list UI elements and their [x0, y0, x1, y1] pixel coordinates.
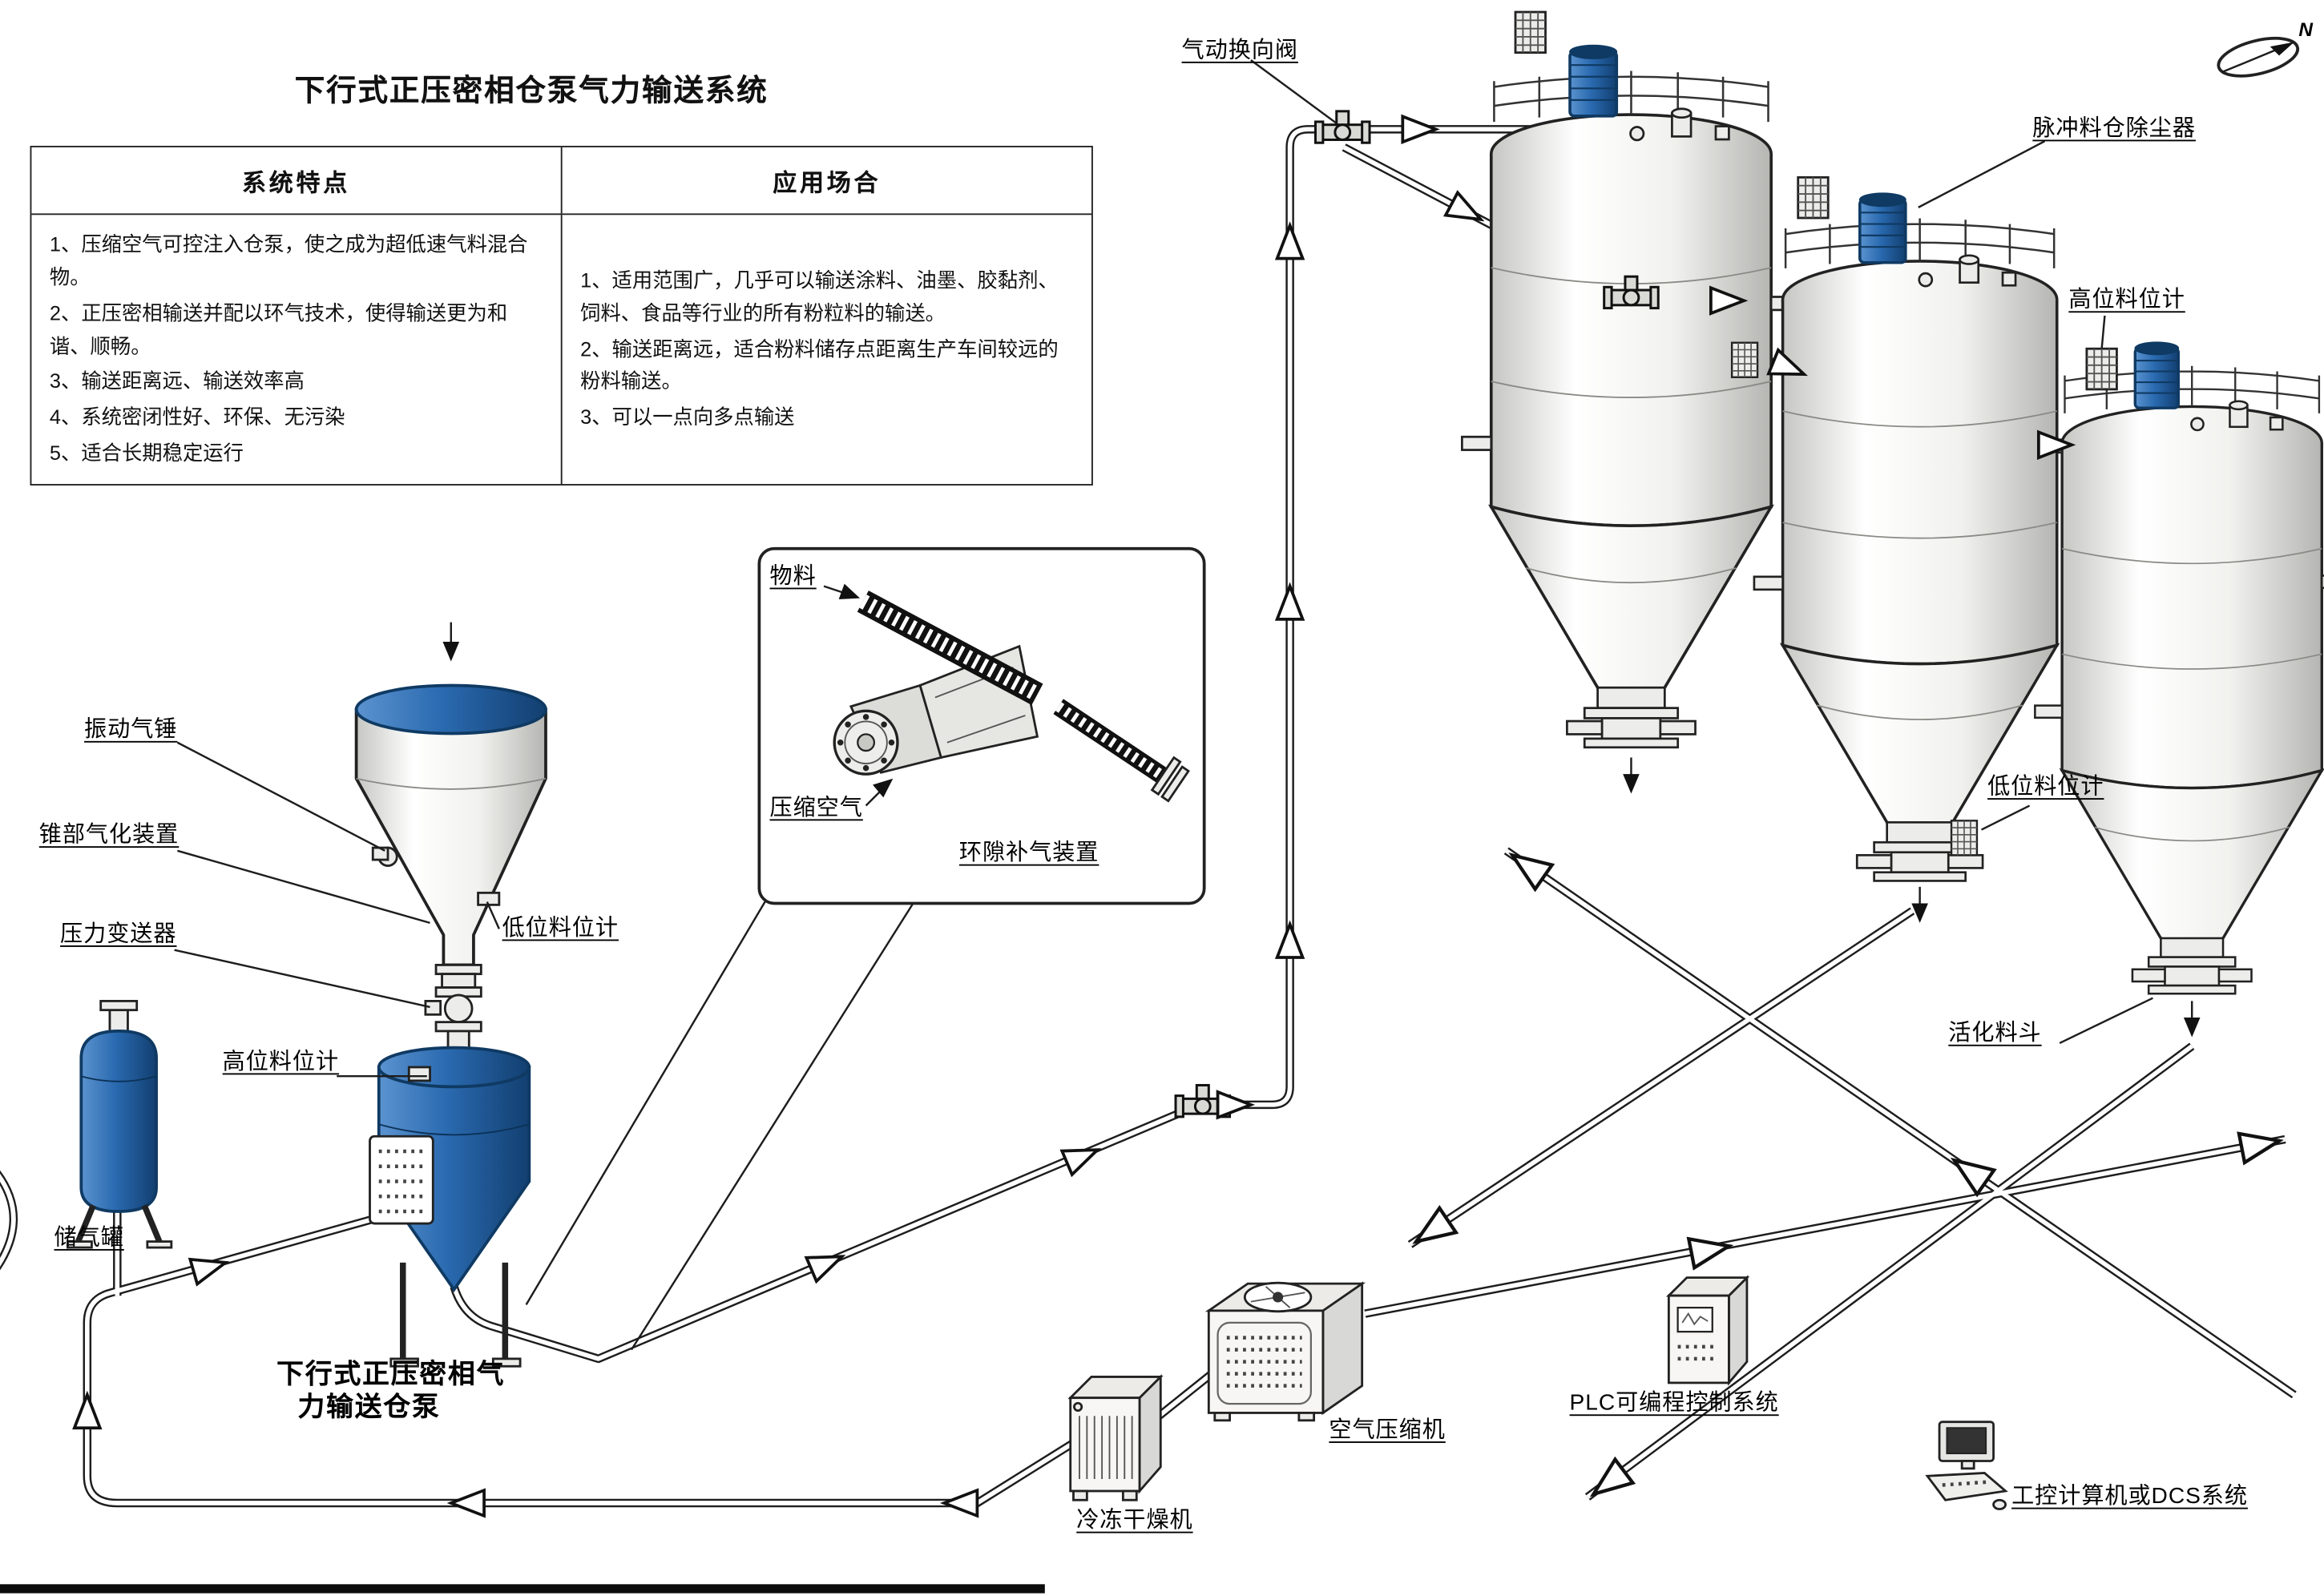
page-edge-bar	[0, 1584, 1045, 1594]
feed-hopper	[354, 683, 547, 967]
applications-cell: 1、适用范围广，几乎可以输送涂料、油墨、胶黏剂、饲料、食品等行业的所有粉粒料的输…	[560, 215, 1091, 485]
feature-item: 5、适合长期稳定运行	[49, 441, 244, 465]
application-item: 2、输送距离远，适合粉料储存点距离生产车间较远的粉料输送。	[580, 337, 1059, 393]
table-header-features: 系统特点	[242, 171, 351, 197]
label-compressed-air: 压缩空气	[769, 795, 863, 821]
info-table-header-row: 系统特点 应用场合	[31, 147, 1091, 216]
label-air-receiver-tank: 储气罐	[54, 1224, 124, 1251]
label-material: 物料	[769, 563, 817, 590]
label-vibrating-air-hammer: 振动气锤	[84, 716, 178, 743]
label-pump-name-line1: 下行式正压密相气	[276, 1358, 506, 1389]
annular-device-callout	[525, 546, 1206, 1351]
label-air-compressor: 空气压缩机	[1329, 1417, 1446, 1443]
feature-item: 2、正压密相输送并配以环气技术，使得输送更为和谐、顺畅。	[49, 301, 508, 357]
label-plc-system: PLC可编程控制系统	[1569, 1390, 1779, 1417]
feature-item: 1、压缩空气可控注入仓泵，使之成为超低速气料混合物。	[49, 232, 528, 288]
label-cone-aeration-device: 锥部气化装置	[38, 822, 180, 848]
label-pump-name-line2: 力输送仓泵	[297, 1392, 441, 1422]
label-pulse-dust-collector: 脉冲料仓除尘器	[2032, 115, 2196, 142]
air-receiver-tank	[67, 1000, 173, 1249]
label-activated-hopper: 活化料斗	[1948, 1020, 2042, 1046]
freeze-dryer	[1067, 1374, 1164, 1501]
label-freeze-dryer: 冷冻干燥机	[1076, 1507, 1193, 1534]
label-pressure-transmitter: 压力变送器	[60, 921, 177, 947]
label-low-level-gauge-right: 低位料位计	[1987, 774, 2104, 800]
features-cell: 1、压缩空气可控注入仓泵，使之成为超低速气料混合物。 2、正压密相输送并配以环气…	[31, 215, 560, 484]
feature-item: 4、系统密闭性好、环保、无污染	[49, 406, 345, 429]
filter-box-icon	[1514, 10, 1547, 54]
filter-box-icon	[1797, 175, 1830, 220]
table-header-applications: 应用场合	[560, 147, 1091, 214]
high-level-gauge-icon	[1730, 341, 1759, 378]
high-level-gauge-icon	[2085, 347, 2118, 391]
low-level-gauge-icon	[1950, 820, 1979, 856]
silo-3	[2033, 341, 2324, 995]
label-industrial-computer: 工控计算机或DCS系统	[2011, 1483, 2248, 1509]
label-high-level-gauge-right: 高位料位计	[2068, 287, 2185, 313]
label-low-level-gauge-left: 低位料位计	[502, 915, 619, 941]
plc-cabinet	[1665, 1275, 1750, 1386]
air-compressor	[1204, 1281, 1366, 1422]
diverter-valve-icon	[1313, 110, 1371, 144]
leader-lines	[174, 59, 2193, 1078]
application-item: 3、可以一点向多点输送	[580, 406, 795, 429]
page-title: 下行式正压密相仓泵气力输送系统	[294, 75, 769, 109]
info-table-body: 1、压缩空气可控注入仓泵，使之成为超低速气料混合物。 2、正压密相输送并配以环气…	[31, 215, 1091, 485]
label-high-level-gauge-left: 高位料位计	[222, 1049, 340, 1075]
flange-bolts	[837, 714, 895, 772]
compass-north-label: N	[2298, 18, 2314, 41]
feature-item: 3、输送距离远、输送效率高	[49, 370, 305, 393]
industrial-computer	[1925, 1421, 2008, 1510]
application-item: 1、适用范围广，几乎可以输送涂料、油墨、胶黏剂、饲料、食品等行业的所有粉粒料的输…	[580, 268, 1059, 324]
info-table: 系统特点 应用场合 1、压缩空气可控注入仓泵，使之成为超低速气料混合物。 2、正…	[30, 145, 1093, 486]
label-annular-air-device: 环隙补气装置	[958, 840, 1099, 866]
storage-silos	[1460, 43, 2324, 995]
silo-1	[1460, 43, 1797, 749]
compass-rose	[2217, 36, 2300, 78]
label-diverter-valve: 气动换向阀	[1181, 37, 1298, 63]
silo-pump	[369, 1046, 531, 1368]
